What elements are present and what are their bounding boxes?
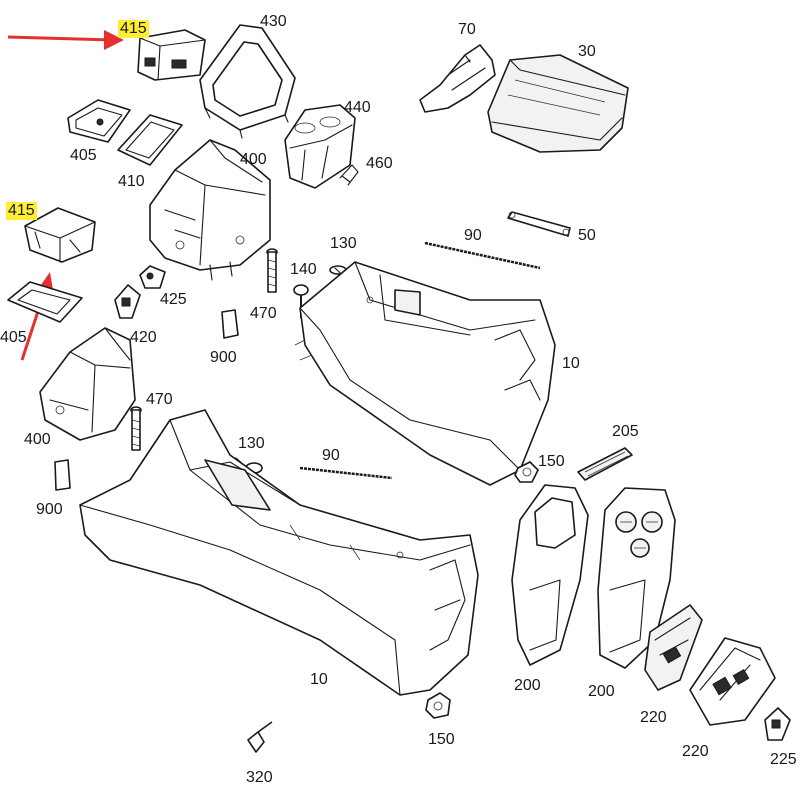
part-225-plug bbox=[764, 707, 791, 741]
label-425: 425 bbox=[160, 291, 187, 308]
part-425-switch bbox=[139, 265, 166, 289]
pointer-arrow-top bbox=[7, 30, 124, 50]
part-150-nut-top bbox=[514, 461, 539, 483]
part-220-module-a bbox=[644, 604, 703, 691]
part-430-frame bbox=[199, 24, 296, 139]
part-220-module-b bbox=[689, 637, 776, 726]
label-400-top: 400 bbox=[240, 151, 267, 168]
part-10-console-bottom bbox=[79, 409, 479, 696]
part-470-bolt-left bbox=[130, 406, 142, 451]
part-415-top bbox=[137, 29, 206, 81]
label-70: 70 bbox=[458, 21, 476, 38]
label-420: 420 bbox=[130, 329, 157, 346]
label-30: 30 bbox=[578, 43, 596, 60]
part-470-bolt-mid bbox=[266, 248, 278, 293]
part-410-tray bbox=[117, 114, 183, 166]
part-150-nut-bottom bbox=[425, 692, 451, 719]
part-30-lid bbox=[487, 54, 629, 153]
part-10-console-top bbox=[294, 261, 556, 486]
label-900-left: 900 bbox=[36, 501, 63, 518]
part-400-housing-left bbox=[39, 327, 136, 441]
label-10-bottom: 10 bbox=[310, 671, 328, 688]
part-405-mat-top bbox=[67, 99, 131, 143]
label-470-mid: 470 bbox=[250, 305, 277, 322]
part-205-strip bbox=[577, 447, 633, 481]
label-430: 430 bbox=[260, 13, 287, 30]
label-130-bottom: 130 bbox=[238, 435, 265, 452]
label-225: 225 bbox=[770, 751, 797, 768]
label-410: 410 bbox=[118, 173, 145, 190]
label-150-top: 150 bbox=[538, 453, 565, 470]
label-415-left: 415 bbox=[6, 202, 37, 220]
part-70-latch bbox=[419, 44, 496, 113]
label-220-b: 220 bbox=[682, 743, 709, 760]
label-900-mid: 900 bbox=[210, 349, 237, 366]
label-200-b: 200 bbox=[588, 683, 615, 700]
part-320-clip bbox=[247, 721, 273, 753]
label-90-bottom: 90 bbox=[322, 447, 340, 464]
label-140: 140 bbox=[290, 261, 317, 278]
part-50-hinge bbox=[507, 211, 571, 237]
label-130-top: 130 bbox=[330, 235, 357, 252]
label-470-left: 470 bbox=[146, 391, 173, 408]
label-90-top: 90 bbox=[464, 227, 482, 244]
label-205: 205 bbox=[612, 423, 639, 440]
part-460-clip bbox=[339, 164, 359, 186]
label-440: 440 bbox=[344, 99, 371, 116]
part-90-rod-bottom bbox=[299, 466, 393, 480]
label-200-a: 200 bbox=[514, 677, 541, 694]
label-405-top: 405 bbox=[70, 147, 97, 164]
part-90-rod-top bbox=[424, 241, 541, 270]
part-900-pad-mid bbox=[221, 309, 239, 339]
part-440-cupholder bbox=[284, 104, 356, 189]
label-220-a: 220 bbox=[640, 709, 667, 726]
part-420-connector bbox=[114, 284, 141, 319]
label-10-top: 10 bbox=[562, 355, 580, 372]
label-415-top: 415 bbox=[118, 20, 149, 38]
label-320: 320 bbox=[246, 769, 273, 786]
part-405-mat-left bbox=[7, 281, 83, 323]
label-400-left: 400 bbox=[24, 431, 51, 448]
label-50: 50 bbox=[578, 227, 596, 244]
label-460: 460 bbox=[366, 155, 393, 172]
part-900-pad-left bbox=[54, 459, 71, 491]
part-200-bezel-right bbox=[597, 487, 676, 669]
part-400-housing-top bbox=[149, 139, 271, 281]
part-415-left bbox=[24, 207, 96, 263]
label-405-left: 405 bbox=[0, 329, 27, 346]
part-200-bezel-left bbox=[511, 484, 589, 666]
label-150-bottom: 150 bbox=[428, 731, 455, 748]
